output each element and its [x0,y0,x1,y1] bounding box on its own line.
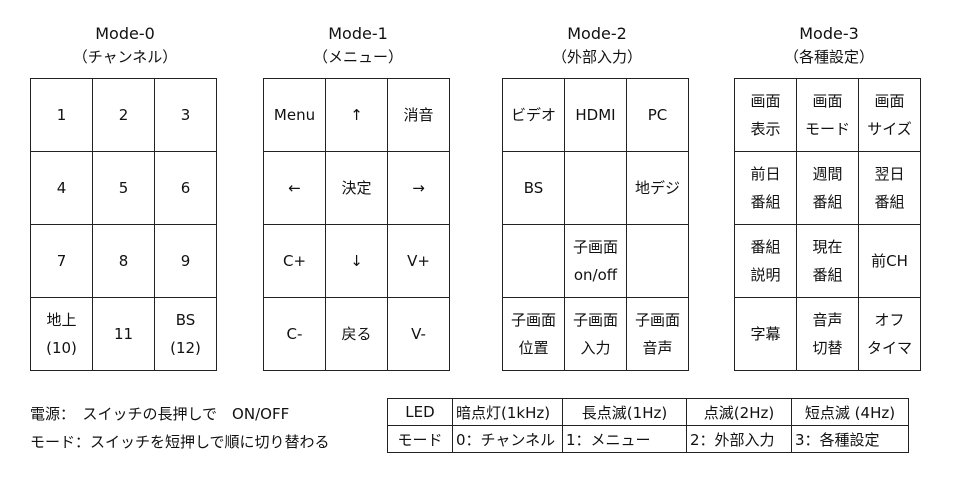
mode-0-key-grid: 1 2 3 4 5 6 7 8 9 地上 (10) 11 BS (12) [30,78,217,371]
key-cell: 5 [93,152,155,225]
key-cell: 地上 (10) [31,298,93,371]
key-cell: 画面 サイズ [859,79,921,152]
key-cell: 前日 番組 [735,152,797,225]
key-cell: 画面 表示 [735,79,797,152]
key-cell: 現在 番組 [797,225,859,298]
table-cell: 3：各種設定 [791,425,909,453]
key-cell: C+ [264,225,326,298]
key-cell: C- [264,298,326,371]
key-cell: 音声 切替 [797,298,859,371]
key-cell: → [388,152,450,225]
mode-0-header: Mode-0 （チャンネル） [30,22,220,72]
key-cell: 3 [155,79,217,152]
key-cell: 画面 モード [797,79,859,152]
led-mode-table: LED 暗点灯(1kHz) 長点滅(1Hz) 点滅(2Hz) 短点滅 (4Hz)… [387,398,909,453]
table-cell: 短点滅 (4Hz) [791,398,909,426]
table-cell: モード [387,425,453,453]
key-cell: 地デジ [627,152,689,225]
mode-1-key-grid: Menu ↑ 消音 ← 決定 → C+ ↓ V+ C- 戻る V- [263,78,450,371]
table-cell: 点滅(2Hz) [686,398,792,426]
mode-0-subtitle: （チャンネル） [72,48,178,66]
key-cell: 6 [155,152,217,225]
key-cell: 字幕 [735,298,797,371]
power-note: 電源： スイッチの長押しで ON/OFF [30,405,290,423]
mode-1-header: Mode-1 （メニュー） [263,22,453,72]
key-cell: 子画面 位置 [503,298,565,371]
key-cell [565,152,627,225]
table-cell: 1：メニュー [562,425,687,453]
mode-1-subtitle: （メニュー） [312,48,403,66]
mode-2-subtitle: （外部入力） [551,48,642,66]
key-cell: 8 [93,225,155,298]
key-cell: ビデオ [503,79,565,152]
key-cell: 9 [155,225,217,298]
table-row: LED 暗点灯(1kHz) 長点滅(1Hz) 点滅(2Hz) 短点滅 (4Hz) [387,398,909,426]
table-cell: 暗点灯(1kHz) [452,398,563,426]
key-cell: 子画面 on/off [565,225,627,298]
usage-notes: 電源： スイッチの長押しで ON/OFF モード：スイッチを短押しで順に切り替わ… [30,400,330,456]
key-cell: 番組 説明 [735,225,797,298]
key-cell [503,225,565,298]
key-cell: 7 [31,225,93,298]
table-cell: LED [387,398,453,426]
table-row: モード 0：チャンネル 1：メニュー 2：外部入力 3：各種設定 [387,425,909,453]
key-cell: 戻る [326,298,388,371]
key-cell: PC [627,79,689,152]
key-cell: V+ [388,225,450,298]
table-cell: 2：外部入力 [686,425,792,453]
key-cell: 決定 [326,152,388,225]
key-cell: 前CH [859,225,921,298]
mode-2-header: Mode-2 （外部入力） [502,22,692,72]
key-cell: 2 [93,79,155,152]
table-cell: 長点滅(1Hz) [562,398,687,426]
key-cell: 子画面 音声 [627,298,689,371]
key-cell [627,225,689,298]
key-cell: 子画面 入力 [565,298,627,371]
mode-3-key-grid: 画面 表示 画面 モード 画面 サイズ 前日 番組 週間 番組 翌日 番組 番組… [734,78,921,371]
mode-3-title: Mode-3 [799,24,859,43]
key-cell: 4 [31,152,93,225]
mode-3-header: Mode-3 （各種設定） [734,22,924,72]
mode-1-title: Mode-1 [328,24,388,43]
key-cell: 消音 [388,79,450,152]
key-cell: V- [388,298,450,371]
key-cell: ← [264,152,326,225]
key-cell: 11 [93,298,155,371]
mode-2-title: Mode-2 [567,24,627,43]
key-cell: ↑ [326,79,388,152]
table-cell: 0：チャンネル [452,425,563,453]
mode-3-subtitle: （各種設定） [783,48,874,66]
key-cell: BS (12) [155,298,217,371]
key-cell: 週間 番組 [797,152,859,225]
key-cell: HDMI [565,79,627,152]
key-cell: BS [503,152,565,225]
mode-note: モード：スイッチを短押しで順に切り替わる [30,433,330,451]
key-cell: Menu [264,79,326,152]
key-cell: オフ タイマ [859,298,921,371]
key-cell: 1 [31,79,93,152]
key-cell: 翌日 番組 [859,152,921,225]
key-cell: ↓ [326,225,388,298]
mode-0-title: Mode-0 [95,24,155,43]
mode-2-key-grid: ビデオ HDMI PC BS 地デジ 子画面 on/off 子画面 位置 子画面… [502,78,689,371]
